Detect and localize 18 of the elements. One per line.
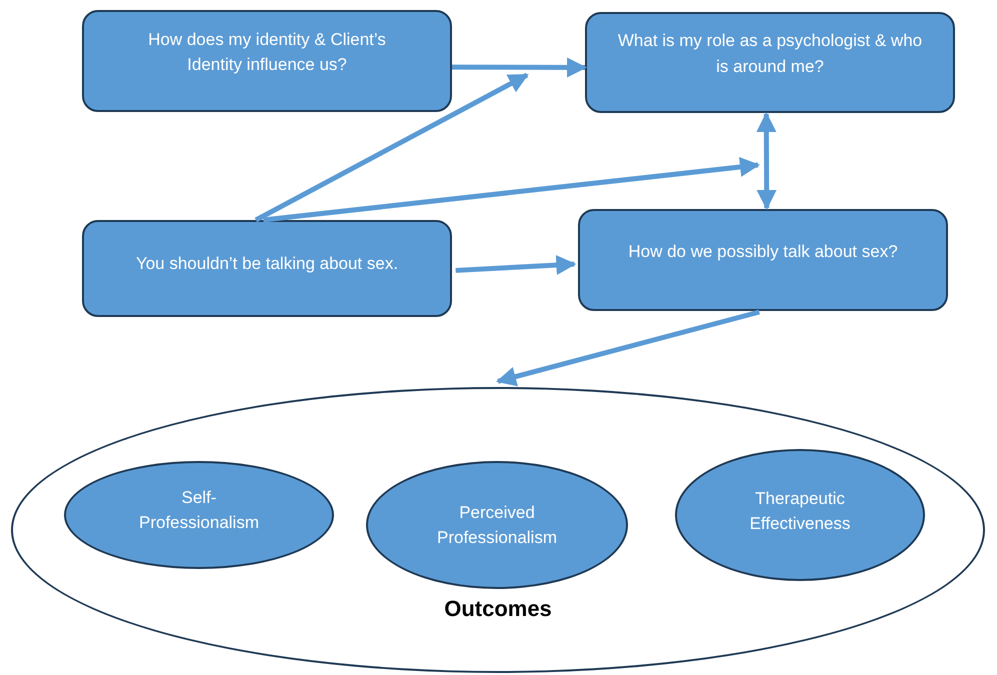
node-text: What is my role as a psychologist & who is around me?: [617, 30, 923, 78]
process-box: [82, 220, 452, 317]
node-text: Therapeutic Effectiveness: [748, 488, 852, 535]
arrow: [756, 112, 777, 210]
node-text: You shouldn’t be talking about sex.: [136, 252, 398, 275]
process-box: [82, 10, 452, 112]
node-text: How does my identity & Client’s Identity influence us?: [147, 28, 387, 76]
group-title: Outcomes: [444, 595, 552, 623]
node-text: Self-Professionalism: [138, 486, 260, 534]
arrow: [254, 72, 529, 222]
arrow: [456, 255, 576, 276]
arrow: [496, 310, 760, 386]
arrow: [263, 157, 760, 222]
node-text: How do we possibly talk about sex?: [628, 241, 898, 264]
arrow: [452, 58, 587, 78]
process-box: [585, 12, 955, 113]
node-text: Perceived Professionalism: [436, 502, 558, 549]
process-box: [578, 209, 948, 311]
